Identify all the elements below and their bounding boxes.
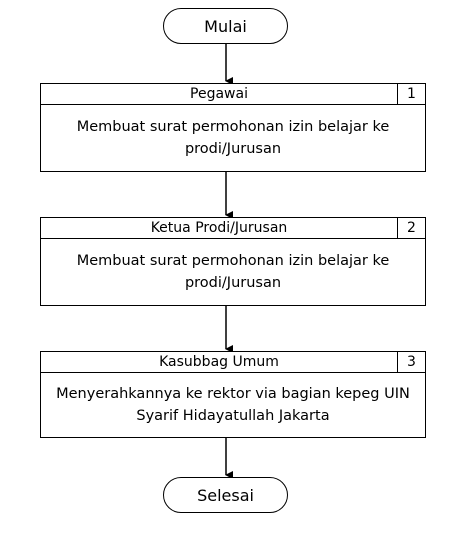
end-label: Selesai [197,485,254,505]
start-label: Mulai [204,16,247,36]
process-step-3: Kasubbag Umum 3 Menyerahkannya ke rektor… [40,351,426,438]
step-header: Pegawai 1 [41,84,425,105]
step-header: Kasubbag Umum 3 [41,352,425,373]
start-terminal: Mulai [163,8,288,44]
step-number: 3 [397,352,425,372]
step-actor: Kasubbag Umum [159,354,279,370]
step-number: 1 [397,84,425,104]
step-header: Ketua Prodi/Jurusan 2 [41,218,425,239]
step-actor: Pegawai [190,86,248,102]
step-number: 2 [397,218,425,238]
process-step-1: Pegawai 1 Membuat surat permohonan izin … [40,83,426,172]
step-description: Membuat surat permohonan izin belajar ke… [76,253,390,291]
process-step-2: Ketua Prodi/Jurusan 2 Membuat surat perm… [40,217,426,306]
end-terminal: Selesai [163,477,288,513]
step-description: Membuat surat permohonan izin belajar ke… [76,119,390,157]
step-description: Menyerahkannya ke rektor via bagian kepe… [56,386,410,424]
step-actor: Ketua Prodi/Jurusan [150,220,288,236]
